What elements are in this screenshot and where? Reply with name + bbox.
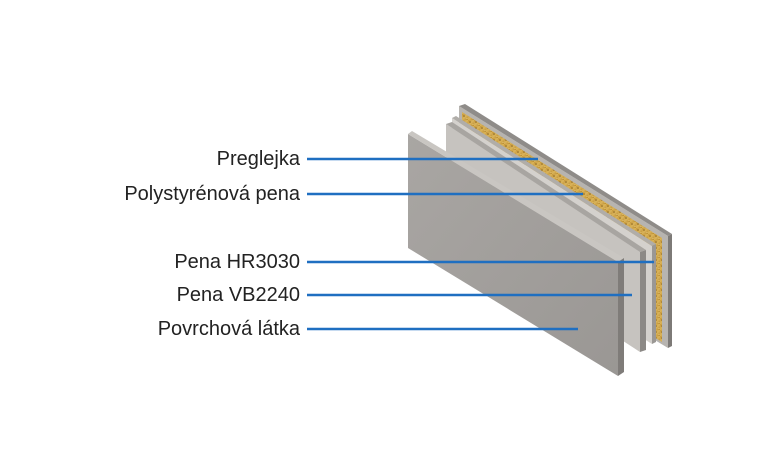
label-polystyrenova-pena: Polystyrénová pena (124, 183, 300, 205)
label-preglejka: Preglejka (216, 148, 300, 170)
label-povrchova-latka: Povrchová látka (157, 318, 300, 340)
label-pena-hr3030: Pena HR3030 (174, 251, 300, 273)
label-pena-vb2240: Pena VB2240 (176, 284, 300, 306)
leader-lines (307, 157, 654, 331)
